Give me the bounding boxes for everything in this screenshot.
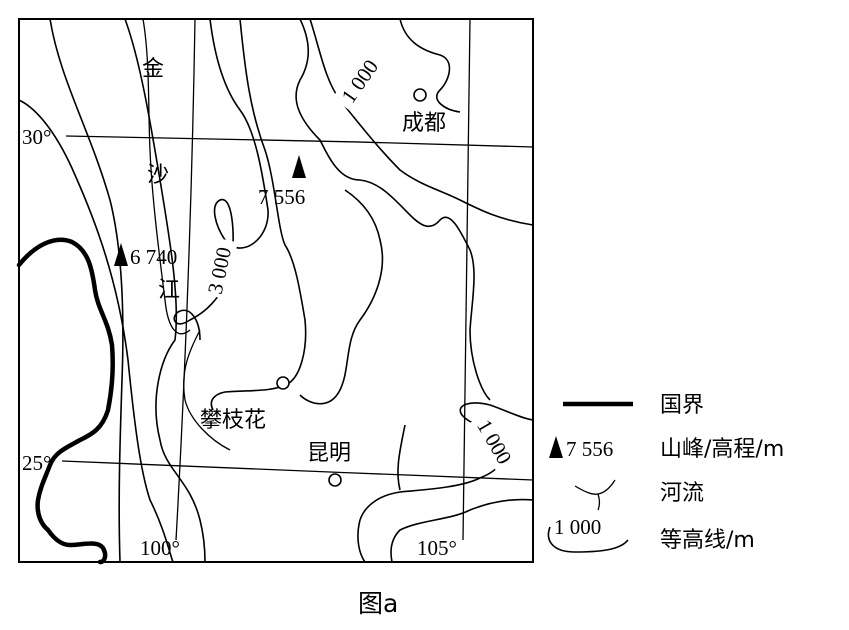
- legend-contour-symbol: [547, 526, 629, 553]
- contour-line: [397, 424, 406, 491]
- river-name-jiang: 江: [158, 278, 180, 303]
- latitude-25-label: 25°: [22, 451, 51, 475]
- contour-line-3000: [210, 18, 307, 411]
- legend-contour-value: 1 000: [554, 515, 601, 539]
- contour-line: [390, 498, 534, 563]
- contour-line: [49, 18, 124, 563]
- figure-caption: 图a: [358, 589, 398, 618]
- river-line: [183, 329, 231, 451]
- legend-peak-value: 7 556: [566, 437, 613, 461]
- peak-7556-label: 7 556: [258, 185, 305, 209]
- contour-line: [299, 189, 384, 405]
- map-frame: [18, 18, 534, 563]
- contour-line-1000-north: [309, 18, 534, 226]
- legend-peak-label: 山峰/高程/m: [660, 437, 784, 462]
- river-line: [142, 18, 191, 335]
- longitude-100-label: 100°: [140, 536, 180, 560]
- legend-peak-triangle-icon: [549, 436, 563, 458]
- latitude-30-line: [65, 135, 534, 148]
- peak-triangle-icon: [292, 155, 306, 178]
- legend-river-symbol: [574, 479, 616, 511]
- legend: 国界 7 556 山峰/高程/m 河流 1 000 等高线/m: [547, 393, 784, 553]
- longitude-105-label: 105°: [417, 536, 457, 560]
- contour-line: [399, 18, 461, 113]
- contour-line: [173, 18, 269, 341]
- kunming-label: 昆明: [307, 441, 351, 466]
- national-border-line: [16, 237, 116, 565]
- panzhihua-city-marker: [276, 376, 290, 390]
- longitude-100-line: [175, 18, 196, 541]
- legend-border-label: 国界: [660, 393, 704, 418]
- chengdu-label: 成都: [402, 111, 446, 136]
- kunming-city-marker: [328, 473, 342, 487]
- longitude-105-line: [462, 18, 471, 541]
- river-name-jin: 金: [142, 57, 164, 82]
- peak-6740-label: 6 740: [130, 245, 177, 269]
- chengdu-city-marker: [413, 88, 427, 102]
- contour-3000-label: 3 000: [203, 245, 236, 296]
- latitude-25-line: [61, 460, 534, 481]
- contour-line: [295, 18, 491, 401]
- latitude-30-label: 30°: [22, 125, 51, 149]
- peak-triangle-icon: [114, 243, 128, 266]
- legend-river-label: 河流: [660, 481, 704, 506]
- contour-line: [18, 99, 174, 563]
- contour-line: [124, 18, 206, 563]
- river-name-sha: 沙: [147, 163, 169, 188]
- legend-contour-label: 等高线/m: [660, 528, 755, 553]
- panzhihua-label: 攀枝花: [200, 408, 266, 433]
